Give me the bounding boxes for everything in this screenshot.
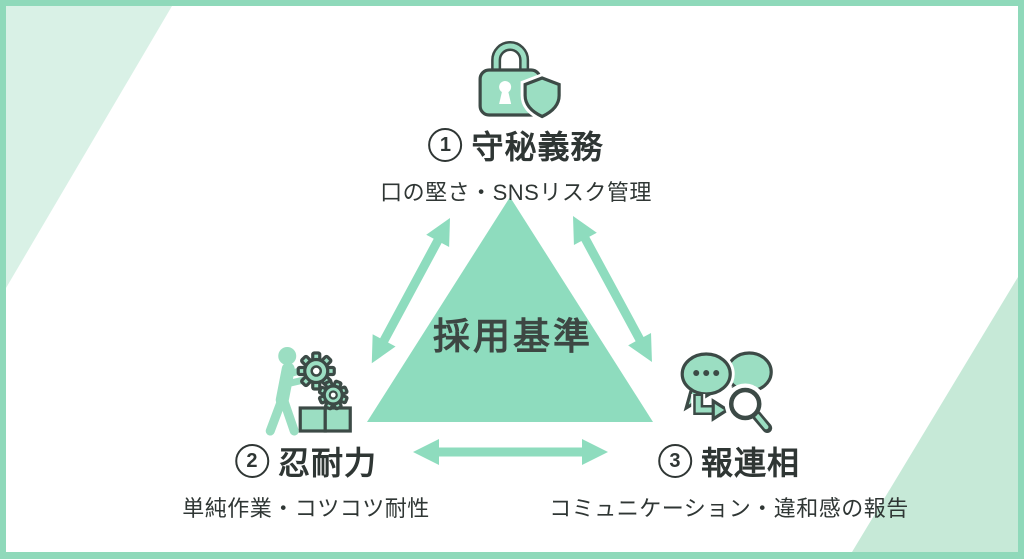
node-title: 守秘義務 xyxy=(471,129,604,165)
node-title: 忍耐力 xyxy=(277,445,378,481)
node-reporting: 3 報連相 コミュニケーション・違和感の報告 xyxy=(549,344,909,523)
gear-small xyxy=(317,379,349,411)
arrow-bottom-edge xyxy=(413,439,608,465)
corner-triangle-bottom-right xyxy=(852,277,1018,552)
node-number-badge: 3 xyxy=(657,444,692,478)
node-title: 報連相 xyxy=(700,445,800,481)
node-confidentiality: 1 守秘義務 口の堅さ・SNSリスク管理 xyxy=(380,30,652,207)
arrow-right-edge xyxy=(573,216,652,363)
node-number-badge: 1 xyxy=(428,128,463,162)
lock-shield-icon xyxy=(478,41,564,120)
node-title-row: 3 報連相 xyxy=(657,438,800,484)
node-subtitle: コミュニケーション・違和感の報告 xyxy=(549,496,909,521)
node-subtitle: 口の堅さ・SNSリスク管理 xyxy=(380,180,652,205)
node-subtitle: 単純作業・コツコツ耐性 xyxy=(182,496,430,521)
center-triangle xyxy=(367,197,653,422)
chat-magnifier-icon xyxy=(677,349,775,436)
center-label: 採用基準 xyxy=(433,316,593,357)
node-patience: 2 忍耐力 単純作業・コツコツ耐性 xyxy=(182,344,430,523)
node-title-row: 1 守秘義務 xyxy=(428,122,603,168)
corner-triangle-top-left xyxy=(6,6,172,288)
node-number-badge: 2 xyxy=(234,444,269,478)
node-title-row: 2 忍耐力 xyxy=(234,438,378,484)
arrow-left-edge xyxy=(371,218,450,364)
worker-gears-icon xyxy=(265,347,352,436)
